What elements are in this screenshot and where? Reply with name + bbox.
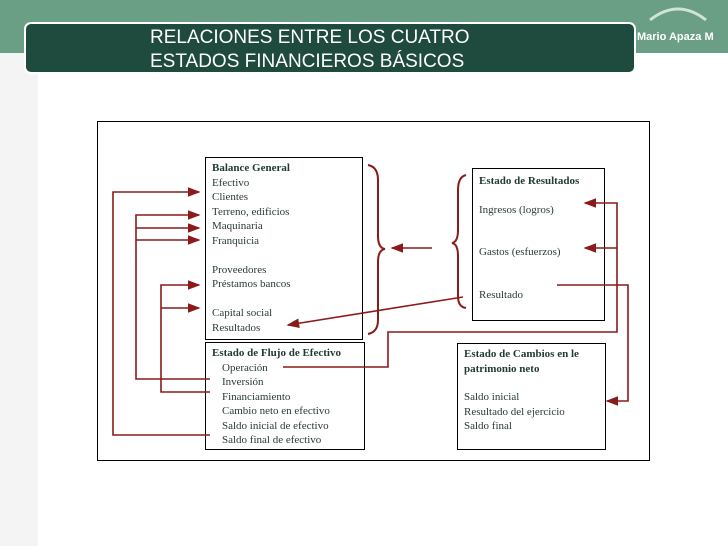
title-line-2: ESTADOS FINANCIEROS BÁSICOS bbox=[150, 51, 465, 72]
side-strip bbox=[0, 53, 38, 546]
diagram-frame bbox=[97, 121, 650, 461]
estado-cambios-box: Estado de Cambios en le patrimonio neto … bbox=[457, 343, 606, 450]
list-item: Saldo final de efectivo bbox=[222, 434, 322, 446]
list-item: Saldo inicial de efectivo bbox=[222, 419, 329, 432]
flujo-title: Estado de Flujo de Efectivo bbox=[212, 347, 341, 359]
list-item: Financiamiento bbox=[222, 390, 291, 403]
list-item: Gastos (esfuerzos) bbox=[479, 246, 561, 258]
list-item: Resultado del ejercicio bbox=[464, 405, 565, 418]
list-item: Proveedores bbox=[212, 263, 267, 276]
list-item: Efectivo bbox=[212, 176, 250, 189]
cambios-title-1: Estado de Cambios en le bbox=[464, 348, 579, 360]
resultados-title: Estado de Resultados bbox=[479, 175, 580, 187]
list-item: Maquinaria bbox=[212, 220, 263, 232]
slide-title: RELACIONES ENTRE LOS CUATRO ESTADOS FINA… bbox=[24, 22, 636, 74]
list-item: Resultados bbox=[212, 321, 261, 334]
list-item: Terreno, edificios bbox=[212, 205, 290, 218]
list-item: Inversión bbox=[222, 376, 264, 388]
list-item: Préstamos bancos bbox=[212, 278, 291, 290]
author-label: Mario Apaza M bbox=[637, 31, 714, 43]
list-item: Capital social bbox=[212, 307, 273, 319]
list-item: Resultado bbox=[479, 288, 523, 301]
list-item: Clientes bbox=[212, 191, 249, 203]
list-item: Ingresos (logros) bbox=[479, 203, 554, 216]
list-item: Cambio neto en efectivo bbox=[222, 405, 330, 417]
list-item: Saldo final bbox=[464, 420, 512, 432]
logo-arc-icon bbox=[649, 7, 707, 22]
flujo-efectivo-box: Estado de Flujo de Efectivo Operación In… bbox=[205, 342, 365, 450]
list-item: Operación bbox=[222, 361, 268, 374]
list-item: Franquicia bbox=[212, 234, 260, 247]
title-line-1: RELACIONES ENTRE LOS CUATRO bbox=[150, 27, 470, 48]
balance-title: Balance General bbox=[212, 162, 290, 174]
balance-general-box: Balance General Efectivo Clientes Terren… bbox=[205, 157, 363, 340]
cambios-title-2: patrimonio neto bbox=[464, 362, 540, 375]
estado-resultados-box: Estado de Resultados Ingresos (logros) G… bbox=[472, 168, 605, 321]
list-item: Saldo inicial bbox=[464, 391, 520, 403]
